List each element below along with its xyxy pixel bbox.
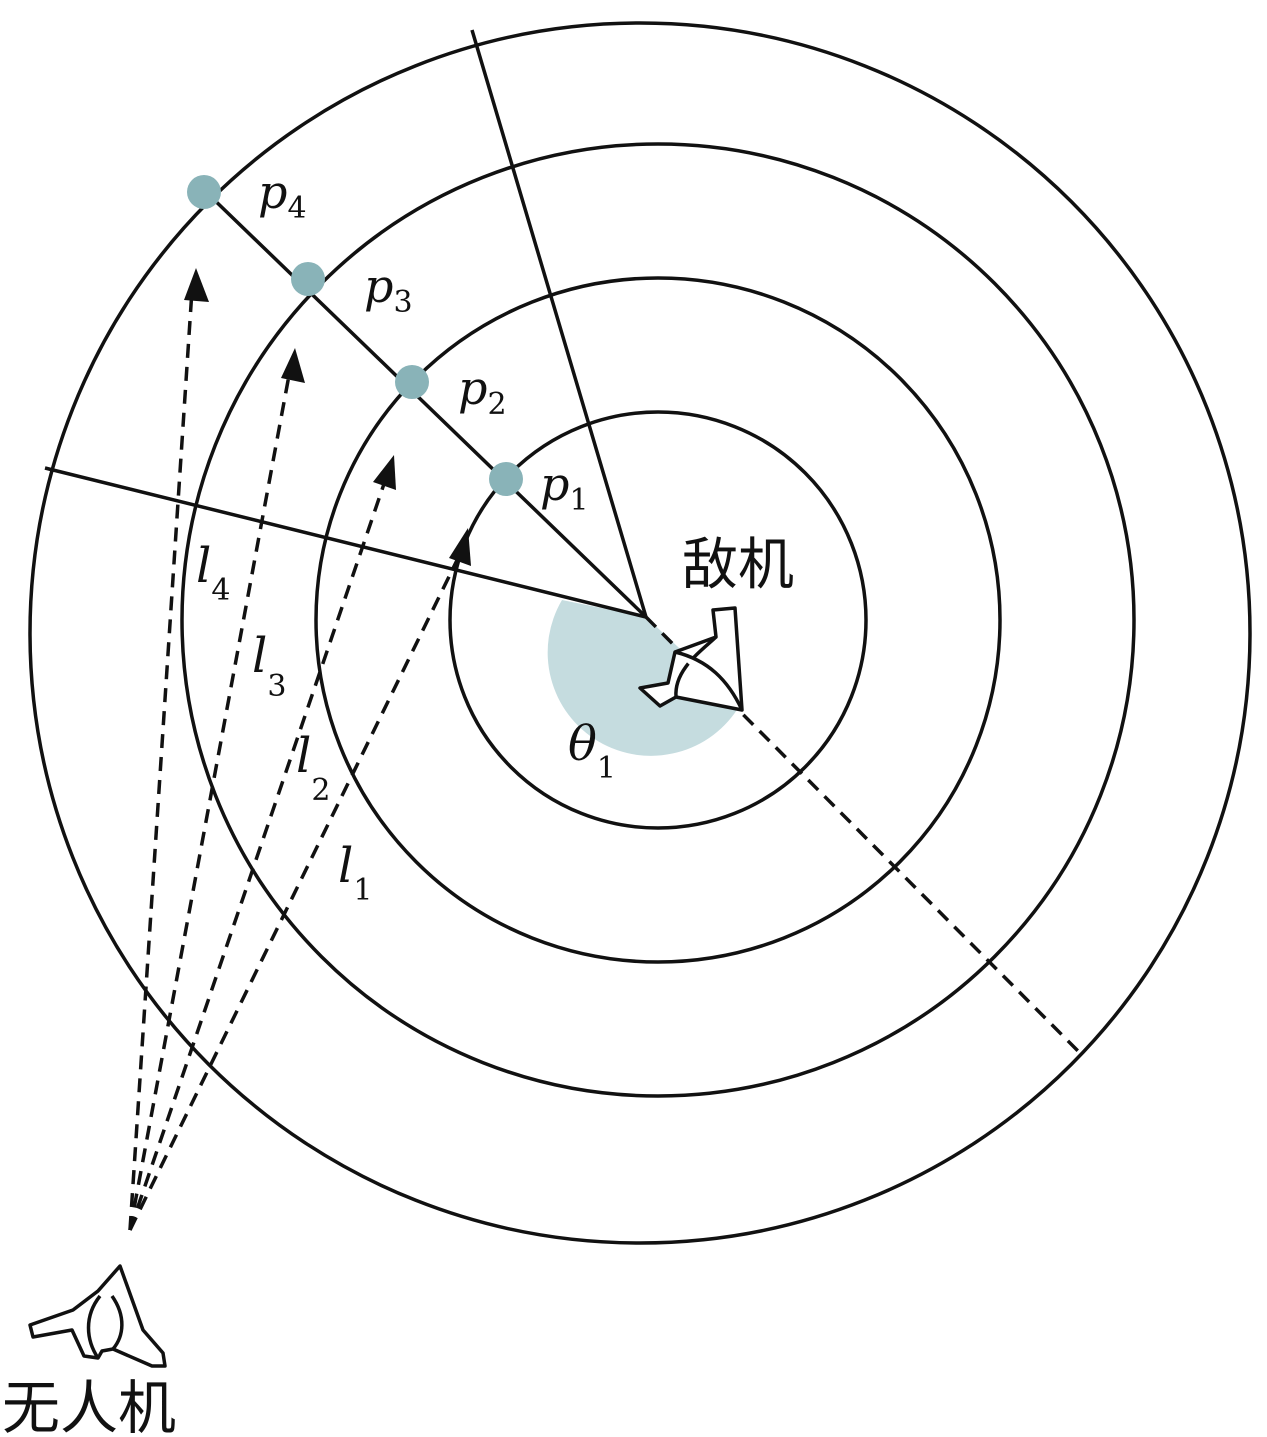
label-uav: 无人机 (2, 1374, 176, 1437)
arrowhead-l4 (184, 268, 209, 302)
label-l1: l1 (338, 838, 372, 908)
range-ring-2 (314, 276, 1002, 964)
range-ring-4 (28, 21, 1252, 1245)
distance-line-l1 (128, 549, 464, 1231)
distance-line-l2 (128, 477, 388, 1231)
arrowhead-l1 (449, 528, 471, 566)
label-theta1: θ1 (568, 716, 616, 786)
distance-line-l3 (128, 369, 292, 1231)
point-p1 (489, 462, 523, 496)
distance-line-l4 (128, 289, 194, 1231)
boundary-line-top (470, 29, 648, 618)
label-p2: p2 (458, 361, 507, 422)
arrowhead-l3 (281, 348, 305, 383)
point-p3 (291, 262, 325, 296)
boundary-line-left (44, 466, 647, 619)
label-p4: p4 (258, 165, 307, 226)
label-l2: l2 (296, 728, 330, 808)
arrowhead-l2 (373, 455, 396, 490)
point-p2 (395, 365, 429, 399)
uav-icon (28, 1264, 167, 1368)
label-l3: l3 (252, 628, 286, 704)
range-ring-3 (180, 142, 1136, 1098)
label-p1: p1 (540, 457, 589, 518)
distance-lines (128, 289, 464, 1231)
bearing-line-points (202, 188, 648, 619)
label-l4: l4 (196, 538, 230, 608)
enemy-aircraft-icon (638, 606, 744, 712)
label-p3: p3 (364, 259, 413, 320)
range-ring-1 (448, 410, 868, 830)
label-enemy: 敌机 (682, 533, 794, 598)
angle-sector (547, 600, 740, 756)
point-p4 (187, 175, 221, 209)
